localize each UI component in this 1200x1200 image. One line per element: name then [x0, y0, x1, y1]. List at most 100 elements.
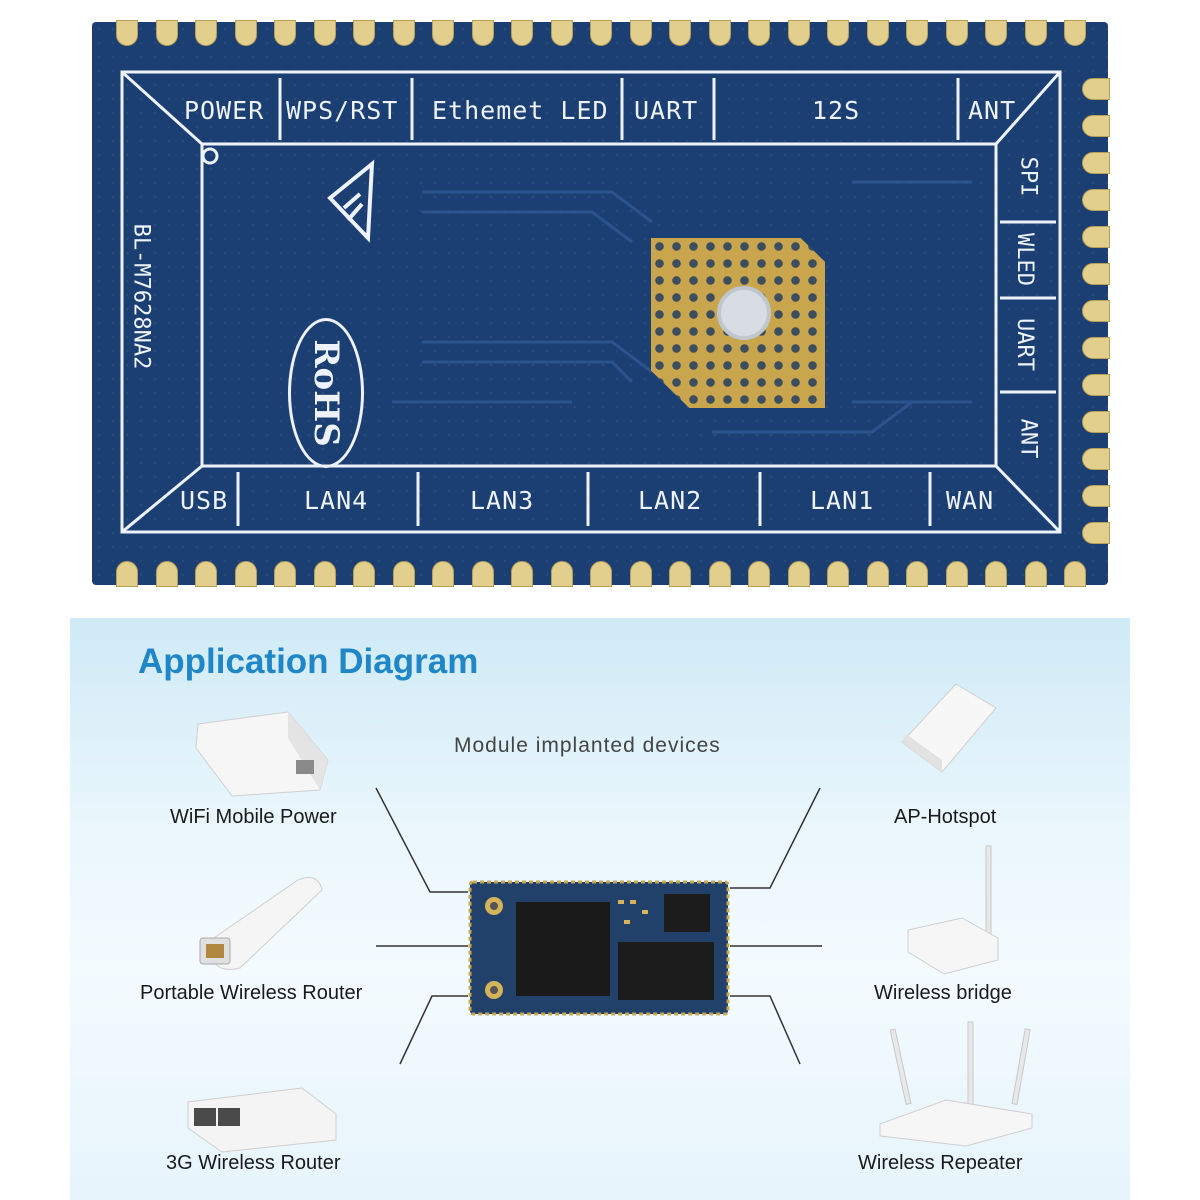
edge-pin [906, 561, 928, 587]
edge-pin [827, 561, 849, 587]
edge-pin [1082, 115, 1110, 137]
edge-pin [471, 20, 494, 46]
edge-pin [195, 20, 217, 46]
edge-pin [1024, 561, 1047, 587]
edge-pin [708, 561, 731, 587]
label-power: POWER [184, 96, 265, 125]
edge-pin [985, 561, 1007, 587]
edge-pin [866, 20, 889, 46]
label-i2s: 12S [812, 96, 861, 125]
label-wps-rst: WPS/RST [286, 96, 399, 125]
edge-pin [432, 20, 454, 46]
portable-wireless-router-icon [199, 877, 323, 970]
label-uart-right: UART [1011, 318, 1037, 371]
edge-pin [1082, 522, 1110, 544]
edge-pin [511, 561, 533, 587]
edge-pin [1064, 20, 1086, 46]
edge-pin [155, 561, 178, 587]
label-ap-hotspot: AP-Hotspot [894, 806, 997, 828]
edge-pin [1082, 226, 1110, 248]
label-wireless-repeater: Wireless Repeater [858, 1152, 1023, 1174]
label-spi: SPI [1015, 156, 1041, 197]
wifi-mobile-power-icon [195, 711, 329, 797]
wireless-repeater-icon [879, 1021, 1033, 1147]
edge-pin [155, 20, 178, 46]
label-wled: WLED [1011, 233, 1037, 286]
connector-lines [375, 787, 822, 1065]
label-usb: USB [180, 486, 229, 515]
silkscreen-frame [120, 70, 1062, 534]
label-portable-wireless-router: Portable Wireless Router [140, 982, 363, 1004]
label-wireless-bridge: Wireless bridge [874, 982, 1012, 1004]
rohs-text: RoHS [306, 339, 346, 447]
edge-pin [313, 20, 336, 46]
edge-pin [906, 20, 928, 46]
label-uart-top: UART [634, 96, 699, 125]
label-3g-wireless-router: 3G Wireless Router [166, 1152, 341, 1174]
edge-pin [629, 20, 652, 46]
label-lan1: LAN1 [810, 486, 875, 515]
edge-pin [234, 20, 257, 46]
edge-pin [985, 20, 1007, 46]
edge-pin [274, 20, 296, 46]
edge-pin [669, 561, 691, 587]
edge-pin [1082, 374, 1110, 396]
ap-hotspot-icon [901, 683, 997, 773]
label-lan3: LAN3 [470, 486, 535, 515]
edge-pin [550, 20, 573, 46]
diagram-title: Application Diagram [138, 642, 479, 681]
label-lan4: LAN4 [304, 486, 369, 515]
edge-pin [432, 561, 454, 587]
mounting-hole [717, 286, 771, 340]
edge-pin [353, 561, 375, 587]
edge-pin [1082, 263, 1110, 285]
edge-pin [1064, 561, 1086, 587]
edge-pin [392, 561, 415, 587]
3g-wireless-router-icon [187, 1087, 337, 1153]
application-diagram: Application Diagram Module implanted dev… [70, 618, 1130, 1200]
edge-pin [945, 20, 968, 46]
edge-pin [1082, 300, 1110, 322]
edge-pin [550, 561, 573, 587]
edge-pin [590, 20, 612, 46]
edge-pin [1082, 152, 1110, 174]
edge-pin [234, 561, 257, 587]
model-number: BL-M7628NA2 [128, 223, 154, 370]
edge-pin [669, 20, 691, 46]
edge-pin [748, 561, 770, 587]
edge-pin [1082, 78, 1110, 100]
edge-pin [629, 561, 652, 587]
edge-pin [511, 20, 533, 46]
edge-pin [313, 561, 336, 587]
edge-pin [787, 561, 810, 587]
edge-pin [116, 20, 138, 46]
edge-pin [471, 561, 494, 587]
rohs-mark: RoHS [288, 318, 364, 468]
edge-pin [274, 561, 296, 587]
label-ant-top: ANT [968, 96, 1017, 125]
pcb-module: POWER WPS/RST Ethemet LED UART 12S ANT S… [92, 20, 1110, 587]
edge-pin [827, 20, 849, 46]
label-wifi-mobile-power: WiFi Mobile Power [170, 806, 337, 828]
label-lan2: LAN2 [638, 486, 703, 515]
label-ethernet-led: Ethemet LED [432, 96, 609, 125]
edge-pin [1024, 20, 1047, 46]
edge-pin [1082, 411, 1110, 433]
edge-pin [116, 561, 138, 587]
diagram-subtitle: Module implanted devices [454, 734, 721, 757]
edge-pin [748, 20, 770, 46]
wireless-bridge-icon [907, 845, 999, 975]
edge-pin [1082, 189, 1110, 211]
edge-pin [1082, 485, 1110, 507]
edge-pin [590, 561, 612, 587]
label-wan: WAN [946, 486, 995, 515]
edge-pin [195, 561, 217, 587]
label-ant-right: ANT [1015, 418, 1041, 459]
module-board-icon [468, 880, 730, 1016]
edge-pin [392, 20, 415, 46]
edge-pin [1082, 448, 1110, 470]
edge-pin [353, 20, 375, 46]
edge-pin [945, 561, 968, 587]
edge-pin [866, 561, 889, 587]
edge-pin [787, 20, 810, 46]
